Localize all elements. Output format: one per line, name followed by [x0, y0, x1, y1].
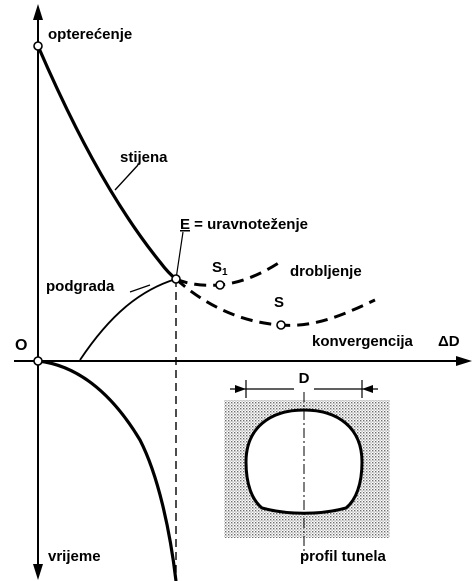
s1-point — [215, 280, 225, 290]
equilibrium-label: E = uravnoteženje — [180, 216, 308, 233]
s-label: S — [274, 294, 284, 311]
vertical-axis-arrow-down — [33, 564, 43, 580]
vertical-axis-arrow-up — [33, 4, 43, 20]
equilibrium-text: = uravnoteženje — [190, 216, 308, 233]
crushing-curve — [175, 260, 281, 287]
crushing-label: drobljenje — [290, 263, 362, 280]
rock-label-leader — [114, 164, 139, 191]
time-curve — [37, 359, 178, 581]
origin-label: O — [15, 337, 27, 354]
tunnel-caption: profil tunela — [300, 548, 386, 565]
y-top-label: opterećenje — [48, 26, 132, 43]
tunnel-profile — [244, 408, 364, 515]
x-axis-delta-label: ΔD — [438, 333, 460, 350]
load-origin-point — [33, 41, 43, 51]
dimension-label: D — [299, 370, 310, 387]
y-bottom-label: vrijeme — [48, 548, 101, 565]
equilibrium-letter: E — [180, 216, 190, 233]
rock-label: stijena — [120, 149, 168, 166]
origin-point — [33, 356, 43, 366]
rock-curve — [36, 45, 177, 281]
x-axis-label: konvergencija — [312, 333, 414, 350]
equilibrium-point — [171, 274, 181, 284]
horizontal-axis-arrow — [456, 356, 472, 366]
support-label: podgrada — [46, 278, 115, 295]
dimension-arrow-left — [235, 385, 246, 393]
equilibrium-label-leader — [175, 231, 184, 280]
s1-label: S1 — [212, 259, 228, 278]
s1-label-main: S — [212, 259, 222, 276]
s1-label-subscript: 1 — [222, 267, 228, 278]
s-point — [276, 320, 286, 330]
support-label-leader — [129, 284, 151, 293]
dimension-arrow-right — [362, 385, 373, 393]
support-curve — [79, 278, 177, 361]
